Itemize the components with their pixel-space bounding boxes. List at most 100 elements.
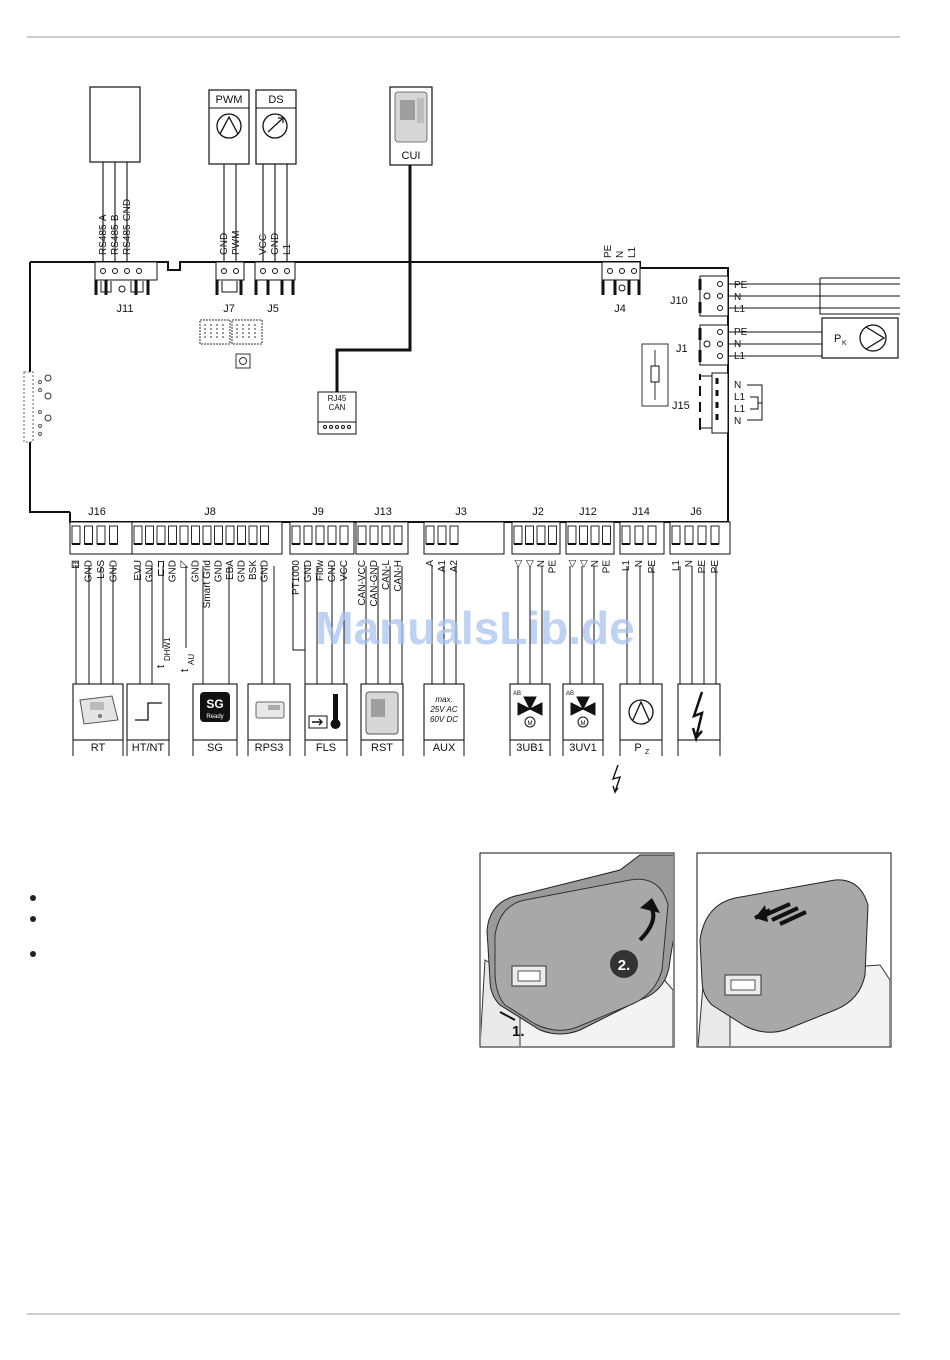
j15-pin-label: L1 [734, 404, 746, 415]
device-label: RPS3 [255, 742, 284, 754]
device-label: RST [371, 742, 393, 754]
j15-pin-label: N [734, 380, 741, 391]
svg-text:M: M [528, 721, 533, 727]
device-sub-label: Z [645, 749, 650, 756]
device-label: FLS [316, 742, 336, 754]
pin-label: GND [214, 560, 225, 582]
pump-icon [859, 324, 887, 352]
pin-label: N [536, 560, 547, 567]
rj45-label: RJ45 [328, 394, 347, 403]
device-rps3: RPS3 [247, 566, 291, 756]
gauge-icon [262, 113, 288, 139]
pin-label: GND [260, 560, 271, 582]
j10-label: J10 [670, 295, 688, 307]
aux-rating: 25V AC [429, 705, 457, 714]
t-au-label: t [179, 669, 191, 672]
svg-text:Ready: Ready [206, 714, 223, 720]
aux-rating: max. [435, 695, 452, 704]
device-label: SG [207, 742, 223, 754]
device-label: 3UV1 [569, 742, 597, 754]
connector-j14: J14L1NPE [619, 506, 665, 573]
j1-connector: J1 PE N L1 [676, 324, 822, 366]
cui-label: CUI [402, 150, 421, 162]
pin-label: Flow [315, 559, 326, 581]
pin-label: Smart Grid [202, 560, 213, 608]
pwm-pin-label: PWM [231, 231, 242, 255]
pin-label: N [590, 560, 601, 567]
pin-label: PT1000 [291, 560, 302, 595]
svg-text:SG: SG [206, 697, 223, 711]
connector-j6: J6L1NPEPE [669, 506, 731, 574]
au-sensor: t AU [179, 654, 196, 672]
j15-pin-label: L1 [734, 392, 746, 403]
pin-label: GND [109, 560, 120, 582]
pump-icon [628, 699, 654, 725]
cui-device: CUI [389, 86, 433, 166]
rs485-pin-label: RS485-B [110, 214, 121, 255]
dhw-sensor: t DHW1 [155, 637, 172, 668]
j5-label: J5 [267, 303, 279, 315]
three-way-valve-icon: AB M [513, 691, 543, 728]
board-outline [29, 261, 729, 523]
can-cable [335, 165, 412, 392]
step-1-label: 1. [512, 1023, 525, 1040]
pin-label: GND [237, 560, 248, 582]
pin-label: N [634, 560, 645, 567]
connector-label: J8 [204, 506, 216, 518]
pin-label: ⊏⊐ [156, 560, 167, 577]
j10-pin-label: L1 [734, 304, 746, 315]
pin-label: PE [697, 560, 708, 574]
pin-label: CAN-VCC [357, 560, 368, 606]
device-label: P [634, 742, 641, 754]
device-sg: SG SG Ready [192, 566, 238, 756]
j10-pin-label: N [734, 292, 741, 303]
pin-label: A2 [449, 560, 460, 573]
pin-label: L1 [671, 560, 682, 572]
step-signal-icon [135, 702, 162, 721]
j4-pin-label: PE [603, 244, 614, 258]
pin-label: GND [145, 560, 156, 582]
device-label: HT/NT [132, 742, 165, 754]
pin-label: CAN-H [393, 560, 404, 592]
connector-label: J6 [690, 506, 702, 518]
pin-label: A1 [437, 560, 448, 573]
j4-pin-label: N [615, 251, 626, 258]
pin-label: ◁ [513, 560, 524, 568]
device-ht-nt: HT/NT [126, 566, 170, 756]
pin-label: N [684, 560, 695, 567]
sensor-module-icon [255, 701, 285, 719]
pwm-pin-label: GND [219, 233, 230, 255]
pin-label: EBA [225, 560, 236, 580]
cover-removal-figure-1: 2. 1. [479, 852, 675, 1048]
j15-pin-label: N [734, 416, 741, 427]
board-edge-components [23, 371, 52, 443]
svg-text:AB: AB [513, 691, 521, 697]
t-au-sub-label: AU [187, 654, 196, 665]
pin-label: ⚅ [71, 560, 82, 569]
t-dhw-label: t [155, 665, 167, 668]
flow-sensor-icon [308, 694, 341, 729]
j4-connector: J4 [601, 261, 641, 315]
j4-top-pins: PE N L1 [603, 244, 638, 258]
pump-icon [216, 113, 242, 139]
lightning-icon [691, 691, 704, 743]
j15-label: J15 [672, 400, 690, 412]
cover-removal-figure-2 [696, 852, 892, 1048]
ds-label: DS [268, 94, 283, 106]
device-rst: RST [360, 566, 404, 756]
connector-label: J2 [532, 506, 544, 518]
rs485-device: RS485-A RS485-B RS485-GND [89, 86, 141, 262]
device-label: AUX [433, 742, 456, 754]
pin-label: PE [602, 560, 613, 574]
